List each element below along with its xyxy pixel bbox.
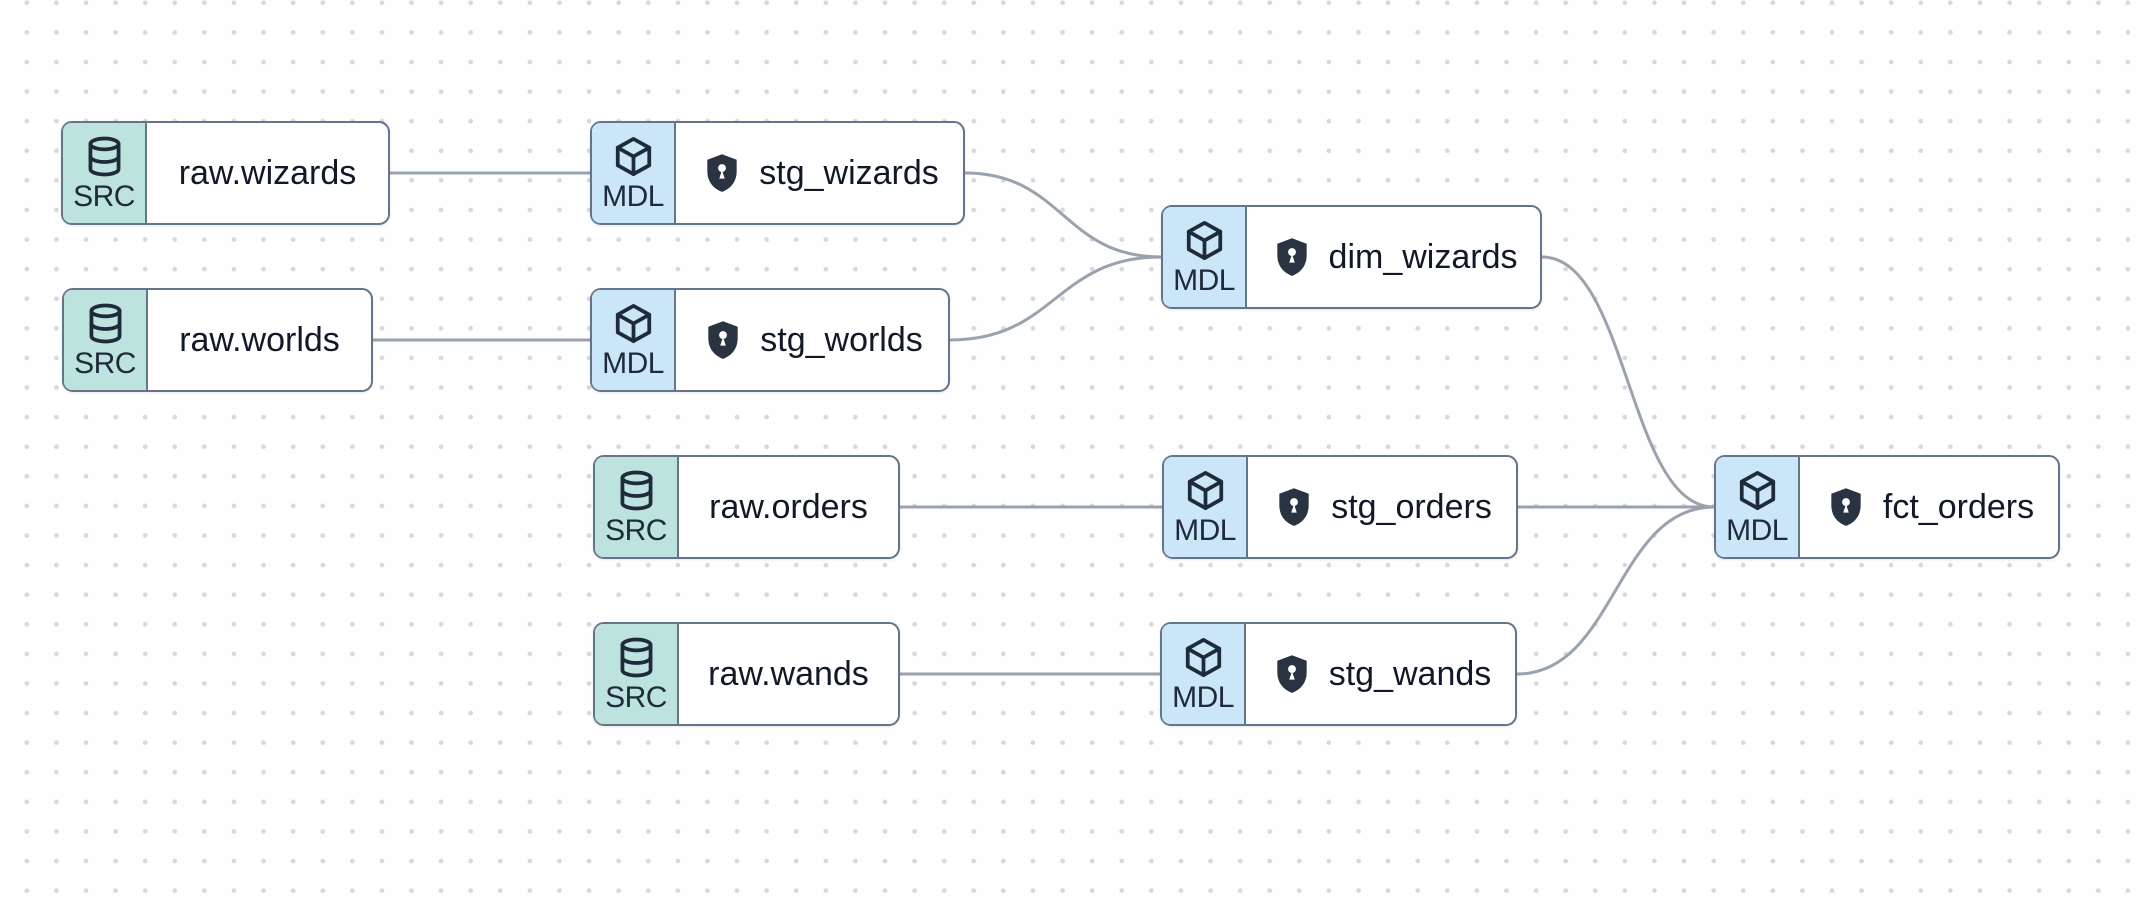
cube-icon (1187, 470, 1223, 510)
node-type-badge: MDL (1716, 457, 1800, 557)
node-type-badge: MDL (1163, 207, 1247, 307)
node-stg-wizards[interactable]: MDL stg_wizards (590, 121, 965, 225)
node-type-badge: MDL (592, 290, 676, 390)
node-stg-worlds[interactable]: MDL stg_worlds (590, 288, 950, 392)
database-icon (620, 470, 652, 511)
edge-stg_wizards-to-dim_wizards (963, 171, 1163, 259)
shield-lock-icon (1276, 238, 1307, 276)
node-body: stg_orders (1248, 457, 1516, 557)
node-label: raw.orders (709, 487, 868, 526)
node-label: fct_orders (1882, 487, 2035, 526)
node-body: raw.wands (679, 624, 898, 724)
node-type-label: MDL (602, 346, 664, 380)
node-body: raw.worlds (148, 290, 371, 390)
node-type-label: MDL (1172, 680, 1234, 714)
node-body: dim_wizards (1247, 207, 1540, 307)
node-label: raw.wizards (178, 153, 357, 192)
node-label: raw.wands (708, 654, 869, 693)
cube-icon (1186, 220, 1222, 260)
cube-icon (615, 136, 651, 176)
node-body: fct_orders (1800, 457, 2058, 557)
node-body: stg_worlds (676, 290, 948, 390)
node-type-badge: MDL (1164, 457, 1248, 557)
node-label: dim_wizards (1328, 237, 1518, 276)
cube-icon (1739, 470, 1775, 510)
edge-stg_worlds-to-dim_wizards (948, 255, 1163, 342)
node-body: raw.wizards (147, 123, 388, 223)
shield-lock-icon (707, 154, 737, 192)
cube-icon (1185, 637, 1221, 677)
node-stg-wands[interactable]: MDL stg_wands (1160, 622, 1517, 726)
shield-lock-icon (1831, 488, 1861, 526)
shield-lock-icon (1279, 488, 1309, 526)
node-type-label: MDL (602, 179, 664, 213)
node-label: stg_orders (1331, 487, 1492, 526)
node-label: raw.worlds (179, 320, 340, 359)
node-type-badge: SRC (595, 457, 679, 557)
node-type-label: SRC (605, 513, 667, 547)
node-type-badge: MDL (1162, 624, 1246, 724)
edge-dim_wizards-to-fct_orders (1540, 255, 1716, 509)
node-body: raw.orders (679, 457, 898, 557)
node-stg-orders[interactable]: MDL stg_orders (1162, 455, 1518, 559)
database-icon (620, 637, 652, 678)
node-dim-wizards[interactable]: MDL dim_wizards (1161, 205, 1542, 309)
shield-lock-icon (1277, 655, 1307, 693)
node-raw-worlds[interactable]: SRC raw.worlds (62, 288, 373, 392)
node-fct-orders[interactable]: MDL fct_orders (1714, 455, 2060, 559)
node-label: stg_worlds (760, 320, 923, 359)
node-type-label: MDL (1173, 263, 1235, 297)
node-raw-wizards[interactable]: SRC raw.wizards (61, 121, 390, 225)
cube-icon (615, 303, 651, 343)
node-type-label: SRC (74, 346, 136, 380)
node-body: stg_wizards (676, 123, 963, 223)
database-icon (89, 303, 121, 344)
node-type-label: MDL (1726, 513, 1788, 547)
node-type-label: SRC (73, 179, 135, 213)
node-type-badge: SRC (63, 123, 147, 223)
node-raw-orders[interactable]: SRC raw.orders (593, 455, 900, 559)
edge-stg_wands-to-fct_orders (1515, 505, 1716, 676)
node-type-badge: SRC (64, 290, 148, 390)
node-type-label: SRC (605, 680, 667, 714)
node-label: stg_wizards (759, 153, 939, 192)
node-type-label: MDL (1174, 513, 1236, 547)
node-type-badge: MDL (592, 123, 676, 223)
node-type-badge: SRC (595, 624, 679, 724)
node-raw-wands[interactable]: SRC raw.wands (593, 622, 900, 726)
database-icon (88, 136, 120, 177)
node-body: stg_wands (1246, 624, 1515, 724)
shield-lock-icon (708, 321, 738, 359)
node-label: stg_wands (1328, 654, 1492, 693)
